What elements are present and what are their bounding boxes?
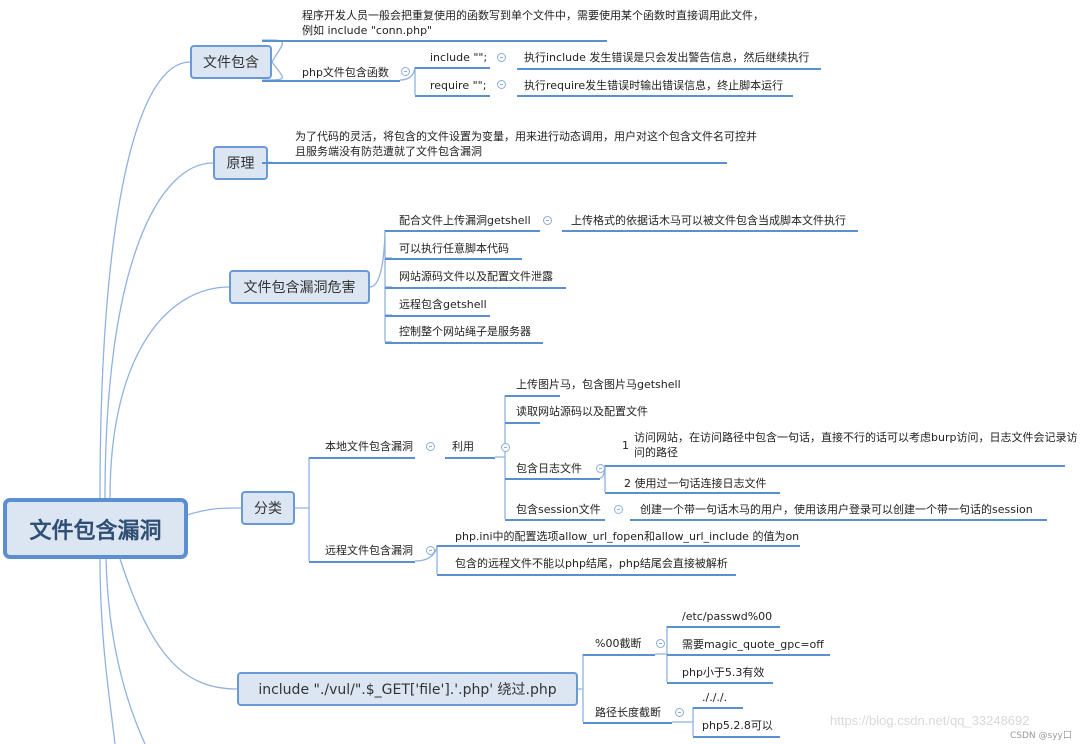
- harm-item[interactable]: 网站源码文件以及配置文件泄露: [399, 270, 553, 283]
- underline: [262, 40, 607, 42]
- underline: [505, 519, 605, 521]
- collapse-icon[interactable]: [401, 67, 410, 76]
- php-include-functions[interactable]: php文件包含函数: [302, 66, 389, 79]
- underline: [505, 422, 540, 424]
- node-bypass-php[interactable]: include "./vul/".$_GET['file'].'.php' 绕过…: [237, 672, 578, 706]
- underline: [309, 561, 415, 563]
- path-item[interactable]: ./././.: [702, 691, 728, 704]
- underline: [583, 722, 672, 724]
- underline: [437, 545, 800, 547]
- underline: [667, 682, 773, 684]
- underline: [385, 230, 540, 232]
- principle-desc: 为了代码的灵活，将包含的文件设置为变量，用来进行动态调用，用户对这个包含文件名可…: [295, 130, 757, 158]
- underline: [693, 736, 780, 738]
- underline: [262, 162, 727, 164]
- csdn-watermark: CSDN @syy口: [1010, 731, 1072, 741]
- collapse-icon[interactable]: [497, 80, 506, 89]
- local-include[interactable]: 本地文件包含漏洞: [325, 440, 413, 453]
- require-desc: 执行require发生错误时输出错误信息，终止脚本运行: [524, 79, 784, 92]
- underline: [309, 457, 415, 459]
- collapse-icon[interactable]: [426, 442, 435, 451]
- remote-include[interactable]: 远程文件包含漏洞: [325, 544, 413, 557]
- underline: [262, 80, 400, 82]
- underline: [385, 342, 543, 344]
- underline: [630, 519, 1047, 521]
- collapse-icon[interactable]: [501, 443, 510, 452]
- include-node[interactable]: include "";: [430, 51, 488, 64]
- session-desc: 创建一个带一句话木马的用户，使用该用户登录可以创建一个带一句话的session: [640, 503, 1033, 516]
- harm-item[interactable]: 控制整个网站绳子是服务器: [399, 325, 531, 338]
- path-item[interactable]: php5.2.8可以: [702, 719, 773, 732]
- include-desc: 执行include 发生错误是只会发出警告信息，然后继续执行: [524, 51, 810, 64]
- collapse-icon[interactable]: [614, 505, 623, 514]
- underline: [385, 315, 490, 317]
- node-file-include[interactable]: 文件包含: [190, 45, 272, 79]
- log-step-2: 2 使用过一句话连接日志文件: [624, 477, 767, 490]
- underline: [605, 465, 1065, 467]
- collapse-icon[interactable]: [426, 546, 435, 555]
- root-node[interactable]: 文件包含漏洞: [3, 498, 188, 559]
- use-item[interactable]: 包含session文件: [516, 503, 601, 516]
- underline: [505, 478, 600, 480]
- null-item[interactable]: 需要magic_quote_gpc=off: [682, 638, 824, 651]
- remote-item[interactable]: 包含的远程文件不能以php结尾，php结尾会直接被解析: [455, 557, 728, 570]
- collapse-icon[interactable]: [497, 53, 506, 62]
- node-principle[interactable]: 原理: [213, 146, 268, 180]
- underline: [437, 574, 736, 576]
- null-item[interactable]: /etc/passwd%00: [682, 610, 773, 623]
- path-truncation[interactable]: 路径长度截断: [595, 706, 661, 719]
- null-truncation[interactable]: %00截断: [595, 637, 642, 650]
- underline: [693, 707, 743, 709]
- null-item[interactable]: php小于5.3有效: [682, 666, 765, 679]
- underline: [667, 654, 830, 656]
- watermark-url: https://blog.csdn.net/qq_33248692: [830, 713, 1030, 728]
- collapse-icon[interactable]: [596, 464, 605, 473]
- use-node[interactable]: 利用: [452, 440, 474, 453]
- log-step-1: 访问网站，在访问路径中包含一句话，直接不行的话可以考虑burp访问，日志文件会记…: [634, 431, 1078, 459]
- underline: [667, 626, 780, 628]
- use-item[interactable]: 读取网站源码以及配置文件: [516, 405, 648, 418]
- underline: [385, 258, 522, 260]
- underline: [385, 287, 566, 289]
- use-item[interactable]: 上传图片马，包含图片马getshell: [516, 378, 681, 391]
- underline: [415, 95, 490, 97]
- harm-item[interactable]: 远程包含getshell: [399, 298, 487, 311]
- underline: [562, 230, 858, 232]
- underline: [583, 654, 655, 656]
- require-node[interactable]: require "";: [430, 79, 487, 92]
- upload-desc: 上传格式的依据话木马可以被文件包含当成脚本文件执行: [571, 214, 846, 227]
- node-category[interactable]: 分类: [241, 491, 295, 525]
- harm-item[interactable]: 配合文件上传漏洞getshell: [399, 214, 531, 227]
- harm-item[interactable]: 可以执行任意脚本代码: [399, 242, 509, 255]
- underline: [445, 457, 495, 459]
- log-step-number: 1: [622, 439, 629, 452]
- remote-item[interactable]: php.ini中的配置选项allow_url_fopen和allow_url_i…: [455, 530, 800, 543]
- underline: [505, 395, 560, 397]
- underline: [517, 95, 793, 97]
- use-item[interactable]: 包含日志文件: [516, 462, 582, 475]
- collapse-icon[interactable]: [656, 639, 665, 648]
- underline: [415, 67, 490, 69]
- node-harm[interactable]: 文件包含漏洞危害: [229, 270, 370, 304]
- file-include-desc: 程序开发人员一般会把重复使用的函数写到单个文件中，需要使用某个函数时直接调用此文…: [302, 9, 764, 37]
- underline: [605, 492, 780, 494]
- underline: [517, 68, 821, 70]
- collapse-icon[interactable]: [543, 216, 552, 225]
- collapse-icon[interactable]: [675, 708, 684, 717]
